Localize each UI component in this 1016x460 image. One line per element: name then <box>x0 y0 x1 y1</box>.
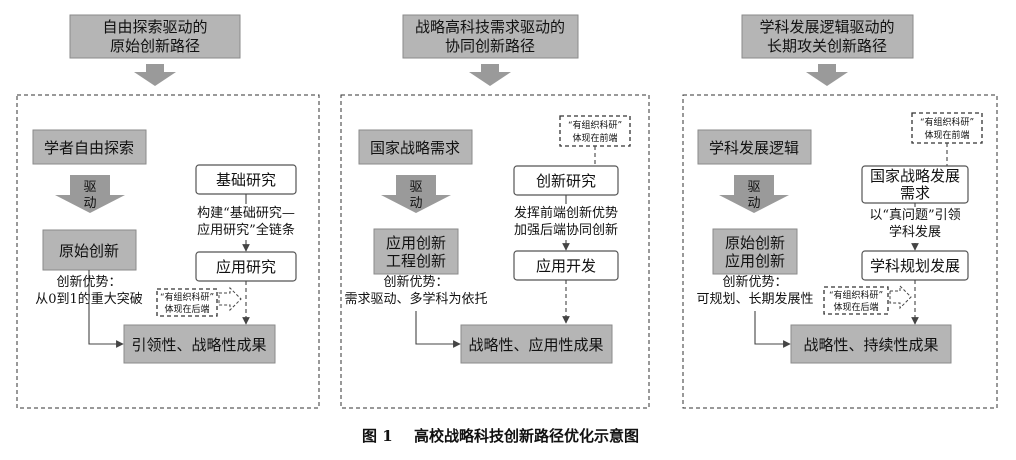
column-3-down-arrow <box>806 64 848 86</box>
column-2-note-line-1: “有组织科研” <box>568 119 622 131</box>
column-3-strategic-need-line-1: 国家战略发展 <box>870 167 960 185</box>
column-3-result-line-1: 原始创新 <box>725 234 785 252</box>
column-1-basic-research-label: 基础研究 <box>216 171 276 189</box>
column-1-note-box <box>156 288 218 317</box>
column-3-note-arrow <box>889 284 912 310</box>
column-3-drive-char-2: 动 <box>747 196 760 211</box>
column-2-result-line-2: 工程创新 <box>386 252 446 270</box>
column-2-header-line-1: 战略高科技需求驱动的 <box>415 18 565 36</box>
column-2-middle-text-bg <box>506 204 628 240</box>
column-3-advantage-detail: 可规划、长期发展性 <box>696 291 813 307</box>
column-3-drive-char-1: 驱 <box>747 180 760 195</box>
column-3-source-box <box>697 129 812 165</box>
column-3-header-line-1: 学科发展逻辑驱动的 <box>759 18 894 36</box>
column-1-note-line-1: “有组织科研” <box>160 291 214 303</box>
column-3-source-label: 学科发展逻辑 <box>709 139 799 157</box>
column-2-header-box <box>402 14 579 59</box>
column-3-header-line-2: 长期攻关创新路径 <box>767 37 887 55</box>
column-3-header-box <box>741 14 914 59</box>
column-1-outcome-box <box>123 324 276 364</box>
column-2-advantage-detail: 需求驱动、多学科为依托 <box>344 291 487 307</box>
column-1-result-label: 原始创新 <box>59 242 119 260</box>
column-3-note-top-line-1: “有组织科研” <box>920 116 974 128</box>
column-3-result-line-2: 应用创新 <box>725 252 785 270</box>
column-2-source-label: 国家战略需求 <box>370 139 460 157</box>
column-1-outcome-label: 引领性、战略性成果 <box>131 336 266 354</box>
figure-number: 图 1 <box>362 427 393 445</box>
column-1-down-arrow <box>134 64 176 86</box>
column-2-innovation-research-label: 创新研究 <box>536 172 596 190</box>
column-1-header-line-1: 自由探索驱动的 <box>102 18 207 36</box>
column-long-term-innovation: 学科发展逻辑驱动的 长期攻关创新路径 学科发展逻辑 驱 动 原始创新 应用创新 … <box>682 14 998 409</box>
column-2-note-box <box>559 115 631 147</box>
column-2-advantage-title: 创新优势： <box>383 274 448 290</box>
column-1-middle-text-1: 构建“基础研究— <box>197 206 295 221</box>
column-2-source-box <box>358 129 473 165</box>
column-1-result-box <box>42 229 137 271</box>
column-1-header-box <box>69 14 241 59</box>
column-2-note-line-2: 体现在前端 <box>572 132 617 144</box>
column-3-strategic-need-line-2: 需求 <box>900 184 930 202</box>
column-3-note-line-1: “有组织科研” <box>829 289 883 301</box>
column-2-outcome-label: 战略性、应用性成果 <box>468 336 603 354</box>
column-3-note-box <box>823 286 889 315</box>
column-2-result-to-outcome-arrow <box>415 311 461 348</box>
column-1-drive-arrow <box>55 175 125 213</box>
column-2-header-line-2: 协同创新路径 <box>445 37 535 55</box>
column-1-source-box <box>32 129 147 165</box>
column-2-drive-char-1: 驱 <box>409 180 422 195</box>
column-original-innovation: 自由探索驱动的 原始创新路径 学者自由探索 驱 动 原始创新 创新优势： 从0到… <box>16 14 320 409</box>
column-2-drive-arrow <box>381 175 451 213</box>
column-1-middle-text-2: 应用研究”全链条 <box>197 222 295 238</box>
column-3-note-top-line-2: 体现在前端 <box>924 129 969 141</box>
column-1-source-label: 学者自由探索 <box>44 139 134 157</box>
column-1-drive-char-1: 驱 <box>83 180 96 195</box>
column-1-applied-research-label: 应用研究 <box>216 258 276 276</box>
column-2-panel <box>340 94 650 409</box>
column-2-result-line-1: 应用创新 <box>386 234 446 252</box>
column-3-outcome-box <box>790 324 952 364</box>
column-3-result-box <box>712 228 798 275</box>
column-3-panel <box>682 94 998 409</box>
column-2-application-dev-label: 应用开发 <box>536 257 596 275</box>
column-2-drive-char-2: 动 <box>409 196 422 211</box>
column-2-outcome-box <box>460 324 613 364</box>
column-1-note-arrow <box>218 286 242 312</box>
column-1-middle-text-bg <box>192 204 310 240</box>
column-3-note-line-2: 体现在后端 <box>833 301 878 313</box>
column-3-middle-text-bg <box>858 207 974 243</box>
column-2-middle-text-1: 发挥前端创新优势 <box>514 205 618 221</box>
column-3-drive-arrow <box>719 175 789 213</box>
column-collaborative-innovation: 战略高科技需求驱动的 协同创新路径 国家战略需求 驱 动 应用创新 工程创新 创… <box>340 14 650 409</box>
column-2-result-box <box>373 228 459 275</box>
column-3-advantage-title: 创新优势： <box>722 274 787 290</box>
column-2-middle-text-2: 加强后端协同创新 <box>514 222 618 238</box>
column-3-middle-text-1: 以“真问题”引领 <box>869 208 960 223</box>
column-1-result-to-outcome-arrow <box>88 270 124 348</box>
column-1-panel <box>16 94 320 409</box>
column-3-middle-text-2: 学科发展 <box>889 224 941 240</box>
column-1-header-line-2: 原始创新路径 <box>110 37 200 55</box>
column-2-down-arrow <box>469 64 511 86</box>
column-1-note-line-2: 体现在后端 <box>164 303 209 315</box>
column-3-result-to-outcome-arrow <box>754 311 791 348</box>
column-3-outcome-label: 战略性、持续性成果 <box>803 336 938 354</box>
figure-title: 高校战略科技创新路径优化示意图 <box>414 427 639 445</box>
column-3-discipline-plan-label: 学科规划发展 <box>870 257 960 275</box>
column-1-drive-char-2: 动 <box>83 196 96 211</box>
